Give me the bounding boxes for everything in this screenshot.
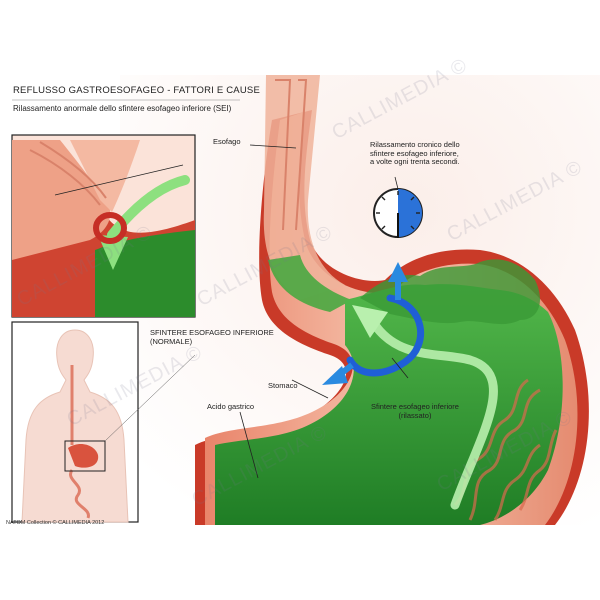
page-subtitle: Rilassamento anormale dello sfintere eso… (13, 104, 232, 113)
label-sfintere-rilassato: Sfintere esofageo inferiore (rilassato) (371, 402, 459, 420)
reflux-arrow-path (370, 320, 498, 510)
credit-line: NATOM Collection © CALLIMEDIA 2012 (6, 520, 105, 526)
esophagus-fold-line-2 (295, 79, 308, 231)
reflux-acid-esophagus (268, 255, 352, 312)
label-sfintere-normale: SFINTERE ESOFAGEO INFERIORE (NORMALE) (150, 328, 274, 346)
leader-esofago (54, 164, 184, 196)
clock-icon (373, 188, 423, 238)
gastric-acid (215, 284, 563, 525)
sphincter-arrow-left-head (322, 366, 348, 385)
label-stomaco: Stomaco (268, 381, 298, 390)
page-title: REFLUSSO GASTROESOFAGEO - FATTORI E CAUS… (13, 85, 260, 96)
leader-stomaco (291, 379, 329, 399)
leader-clock (394, 176, 399, 190)
inset-normal-sphincter (11, 134, 196, 318)
esophagus-tube (263, 75, 345, 300)
sphincter-arrow-up-head (388, 262, 408, 282)
leader-sfintere (391, 357, 409, 379)
leader-esofago-main (249, 144, 297, 149)
inset-zoom-line (104, 354, 196, 442)
relaxed-sphincter-ring (346, 294, 424, 377)
leader-acido (239, 411, 259, 479)
esophagus-fold-line (275, 79, 292, 231)
label-esofago: Esofago (213, 137, 241, 146)
reflux-arrow-head (352, 305, 388, 338)
inset-body-silhouette (11, 321, 139, 523)
label-rilassamento: Rilassamento cronico dello sfintere esof… (370, 140, 460, 167)
label-acido-gastrico: Acido gastrico (207, 402, 255, 411)
